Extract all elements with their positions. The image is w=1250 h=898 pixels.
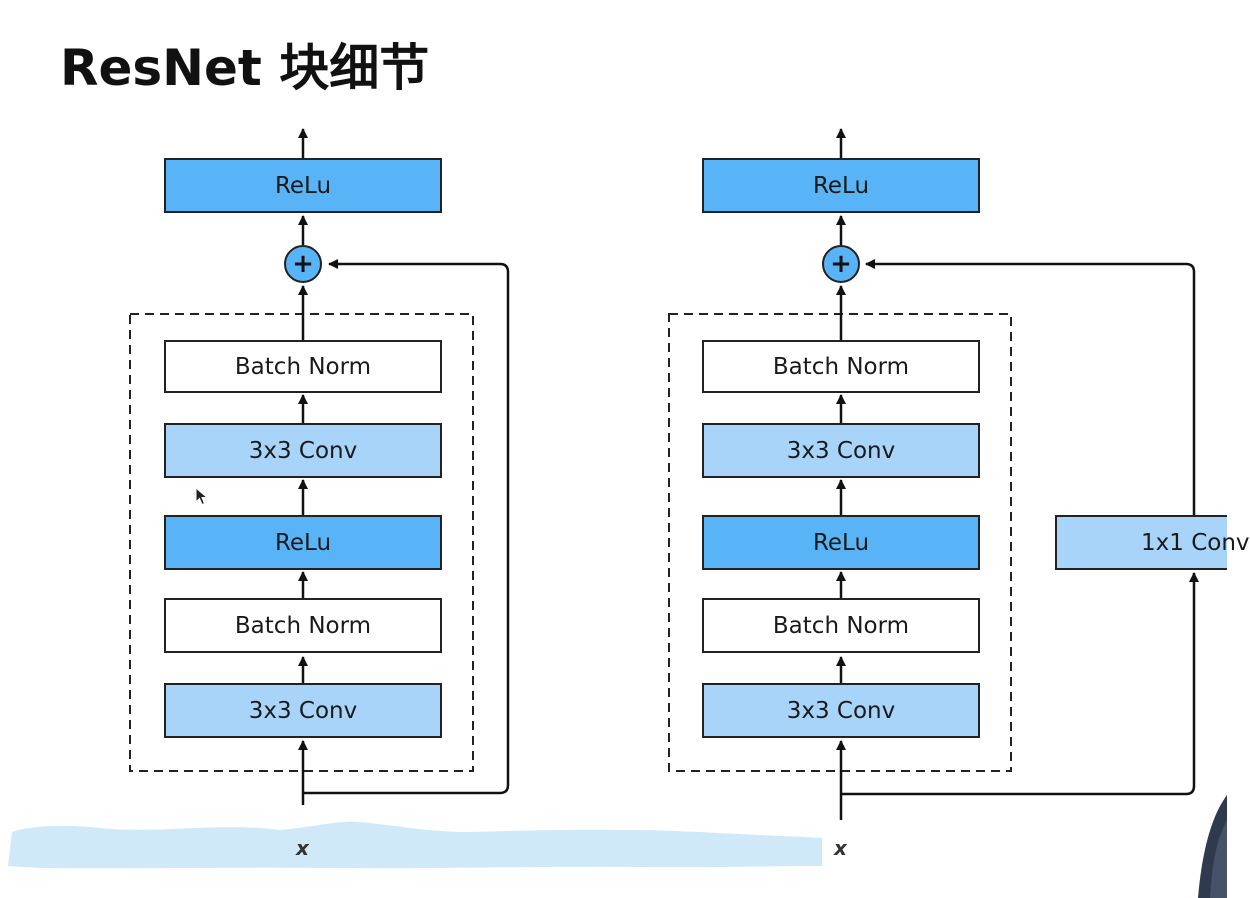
relu-layer-1-left: ReLu (164, 515, 442, 570)
mouse-cursor-icon (195, 486, 209, 506)
slide-title: ResNet 块细节 (60, 39, 430, 97)
residual-block-boundary-left (129, 313, 474, 772)
input-label-right: x (834, 836, 847, 860)
relu-layer-1-right: ReLu (702, 515, 980, 570)
relu-output-layer-left: ReLu (164, 158, 442, 213)
conv-1x1-shortcut-layer: 1x1 Conv (1055, 515, 1250, 570)
input-label-left: x (296, 836, 309, 860)
skip-connection-left (303, 259, 510, 795)
batch-norm-layer-2-left: Batch Norm (164, 340, 442, 393)
conv-3x3-layer-2-right: 3x3 Conv (702, 423, 980, 478)
batch-norm-layer-1-right: Batch Norm (702, 598, 980, 653)
add-node-left: + (284, 245, 322, 283)
conv-3x3-layer-1-left: 3x3 Conv (164, 683, 442, 738)
shortcut-to-1x1-conv-right (841, 572, 1199, 796)
batch-norm-layer-2-right: Batch Norm (702, 340, 980, 393)
relu-output-layer-right: ReLu (702, 158, 980, 213)
conv-3x3-layer-1-right: 3x3 Conv (702, 683, 980, 738)
conv-3x3-layer-2-left: 3x3 Conv (164, 423, 442, 478)
add-node-right: + (822, 245, 860, 283)
shortcut-from-1x1-conv-right (865, 259, 1196, 515)
batch-norm-layer-1-left: Batch Norm (164, 598, 442, 653)
